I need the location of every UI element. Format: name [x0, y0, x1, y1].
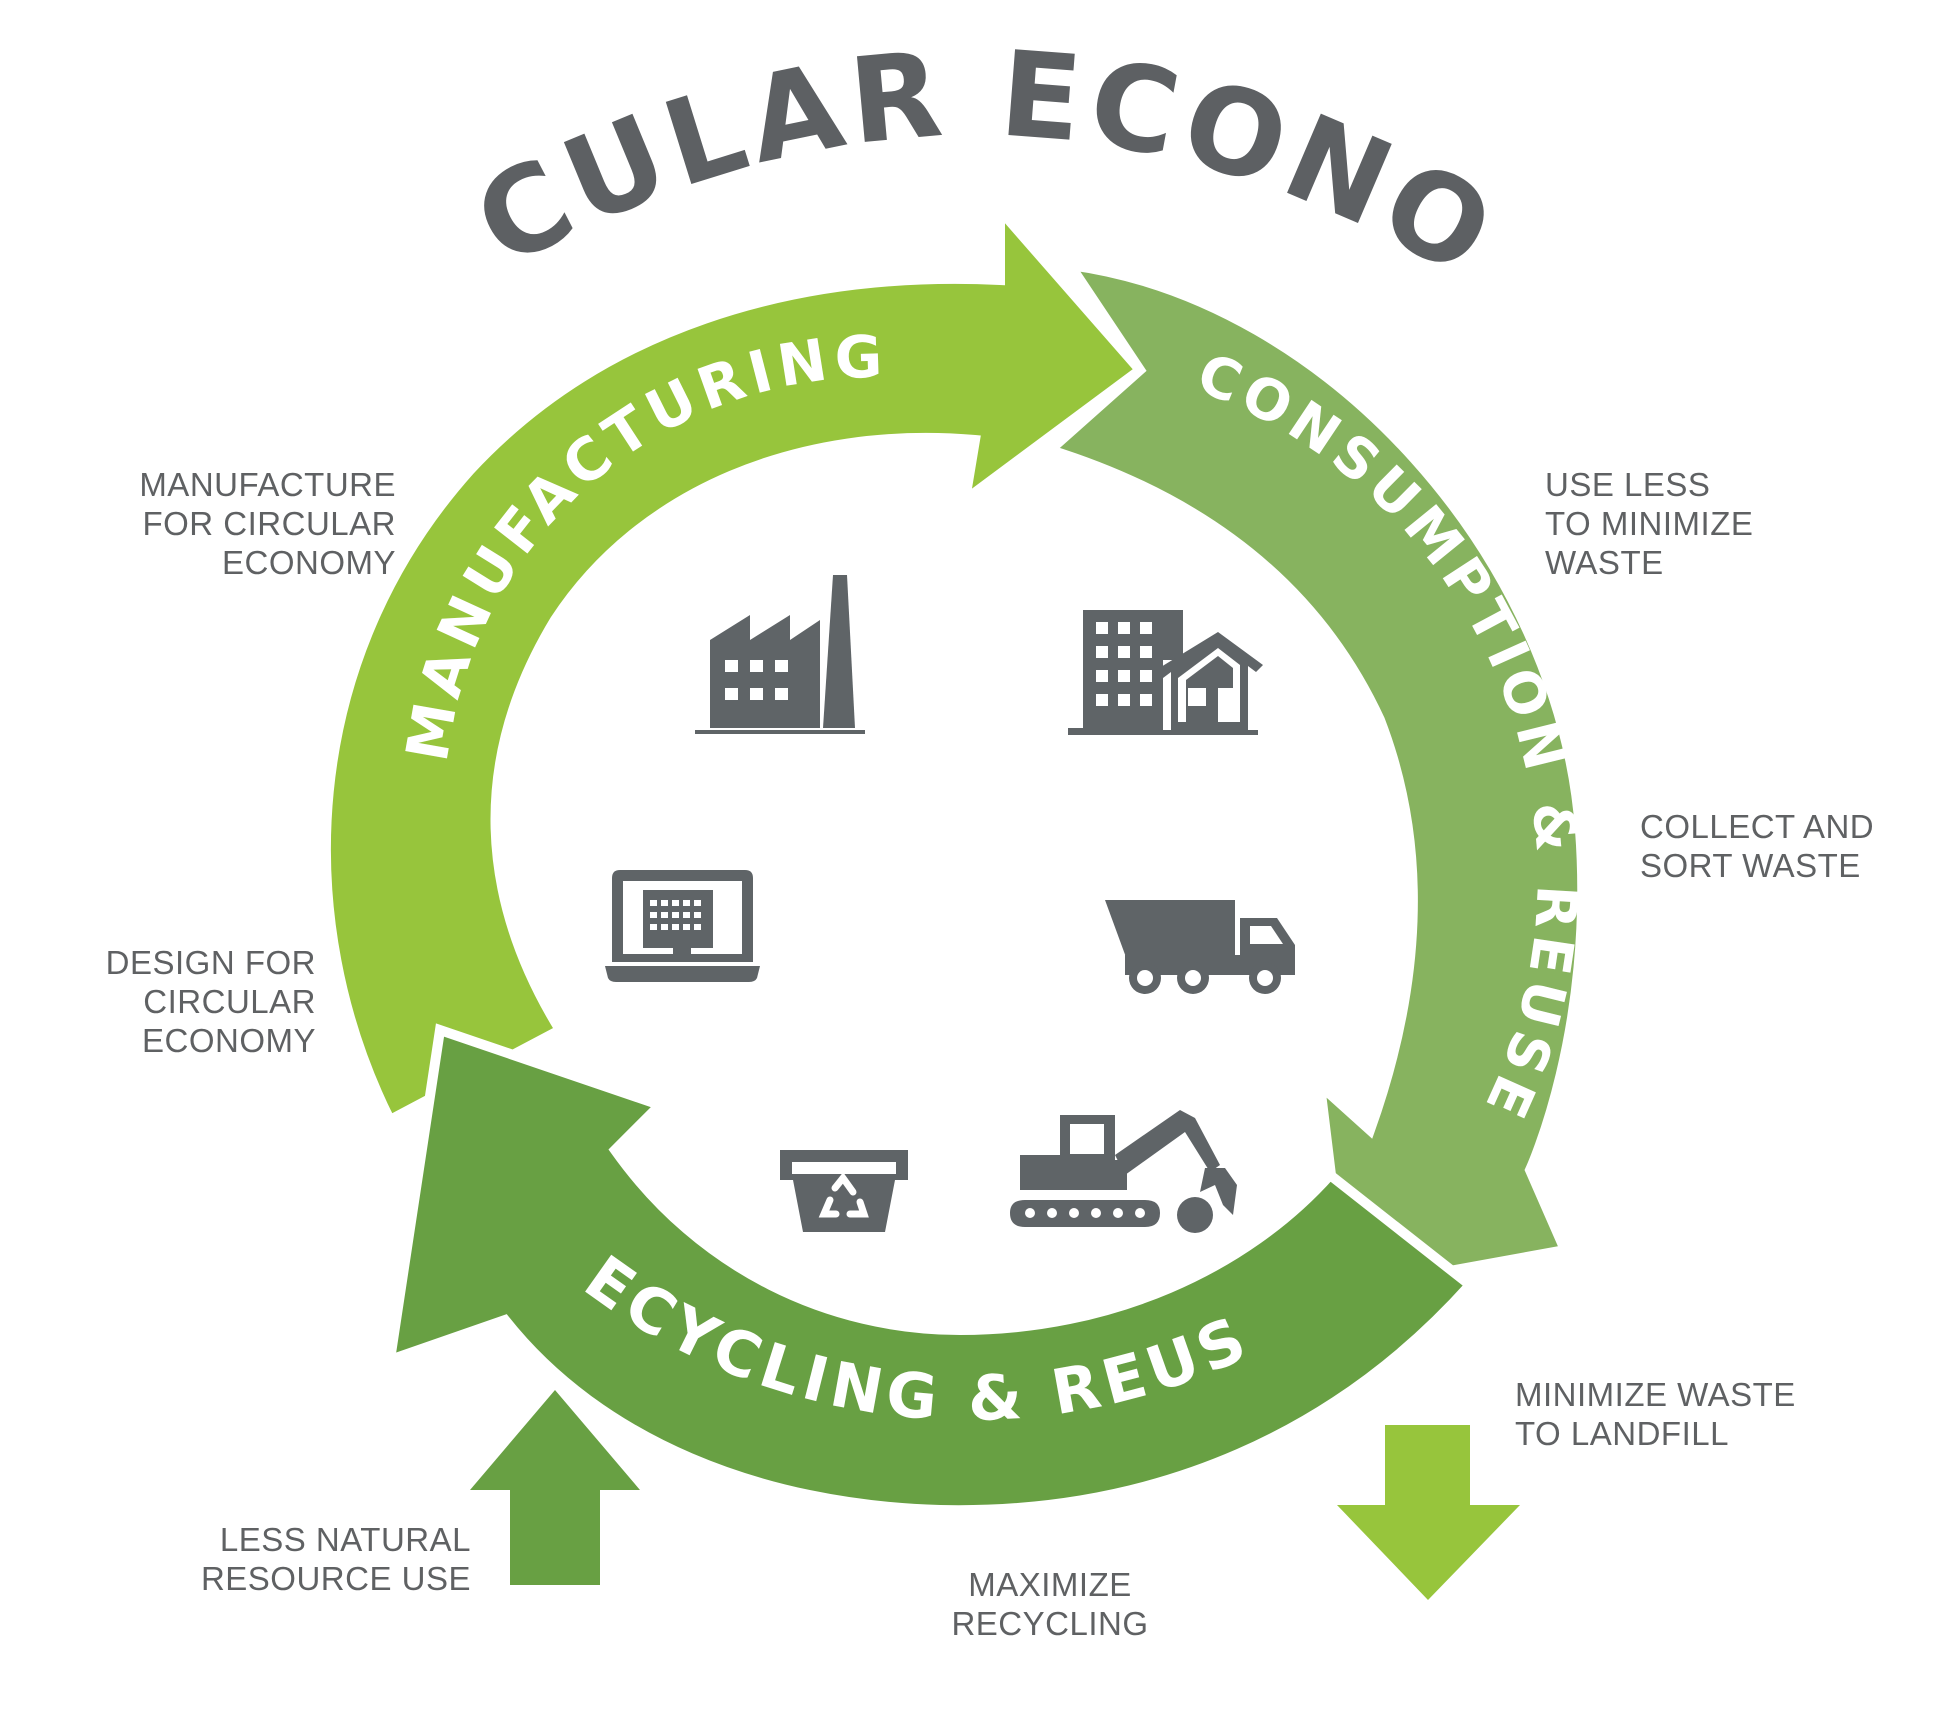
excavator-icon: [1010, 1110, 1237, 1233]
note-manufacture-for-circular-economy: MANUFACTURE FOR CIRCULAR ECONOMY: [139, 465, 396, 582]
note-line: WASTE: [1545, 544, 1664, 581]
manufacturing-arrow: [320, 196, 1148, 1127]
note-line: LESS NATURAL: [219, 1521, 471, 1558]
note-less-natural-resource-use: LESS NATURAL RESOURCE USE: [201, 1520, 471, 1598]
diagram-title: CIRCULAR ECONOMY: [0, 0, 1519, 305]
note-minimize-waste-to-landfill: MINIMIZE WASTE TO LANDFILL: [1515, 1375, 1796, 1453]
note-use-less-to-minimize-waste: USE LESS TO MINIMIZE WASTE: [1545, 465, 1753, 582]
note-line: COLLECT AND: [1640, 808, 1875, 845]
note-line: SORT WASTE: [1640, 847, 1861, 884]
note-line: FOR CIRCULAR: [142, 505, 396, 542]
diagram-title-text: CIRCULAR ECONOMY: [0, 0, 1513, 305]
recycle-bin-icon: [780, 1150, 908, 1232]
landfill-down-arrow: [1337, 1425, 1520, 1600]
note-maximize-recycling: MAXIMIZE RECYCLING: [900, 1565, 1200, 1643]
note-line: MINIMIZE WASTE: [1515, 1376, 1796, 1413]
laptop-design-icon: [605, 870, 760, 982]
note-line: MANUFACTURE: [139, 466, 396, 503]
note-design-for-circular-economy: DESIGN FOR CIRCULAR ECONOMY: [106, 943, 316, 1060]
note-line: RECYCLING: [951, 1605, 1149, 1642]
note-line: DESIGN FOR: [105, 944, 316, 981]
factory-icon: [695, 575, 865, 734]
recycling-reuse-arrow: [383, 1023, 1478, 1516]
note-line: ECONOMY: [221, 544, 396, 581]
buildings-house-icon: [1068, 610, 1263, 735]
consumption-reuse-arrow: [1040, 258, 1588, 1296]
note-collect-and-sort-waste: COLLECT AND SORT WASTE: [1640, 807, 1874, 885]
resource-use-up-arrow: [470, 1390, 640, 1585]
truck-icon: [1105, 900, 1295, 994]
note-line: MAXIMIZE: [968, 1566, 1132, 1603]
note-line: RESOURCE USE: [200, 1560, 471, 1597]
note-line: CIRCULAR: [143, 983, 316, 1020]
note-line: USE LESS: [1545, 466, 1711, 503]
note-line: ECONOMY: [141, 1022, 316, 1059]
note-line: TO MINIMIZE: [1545, 505, 1754, 542]
note-line: TO LANDFILL: [1515, 1415, 1729, 1452]
